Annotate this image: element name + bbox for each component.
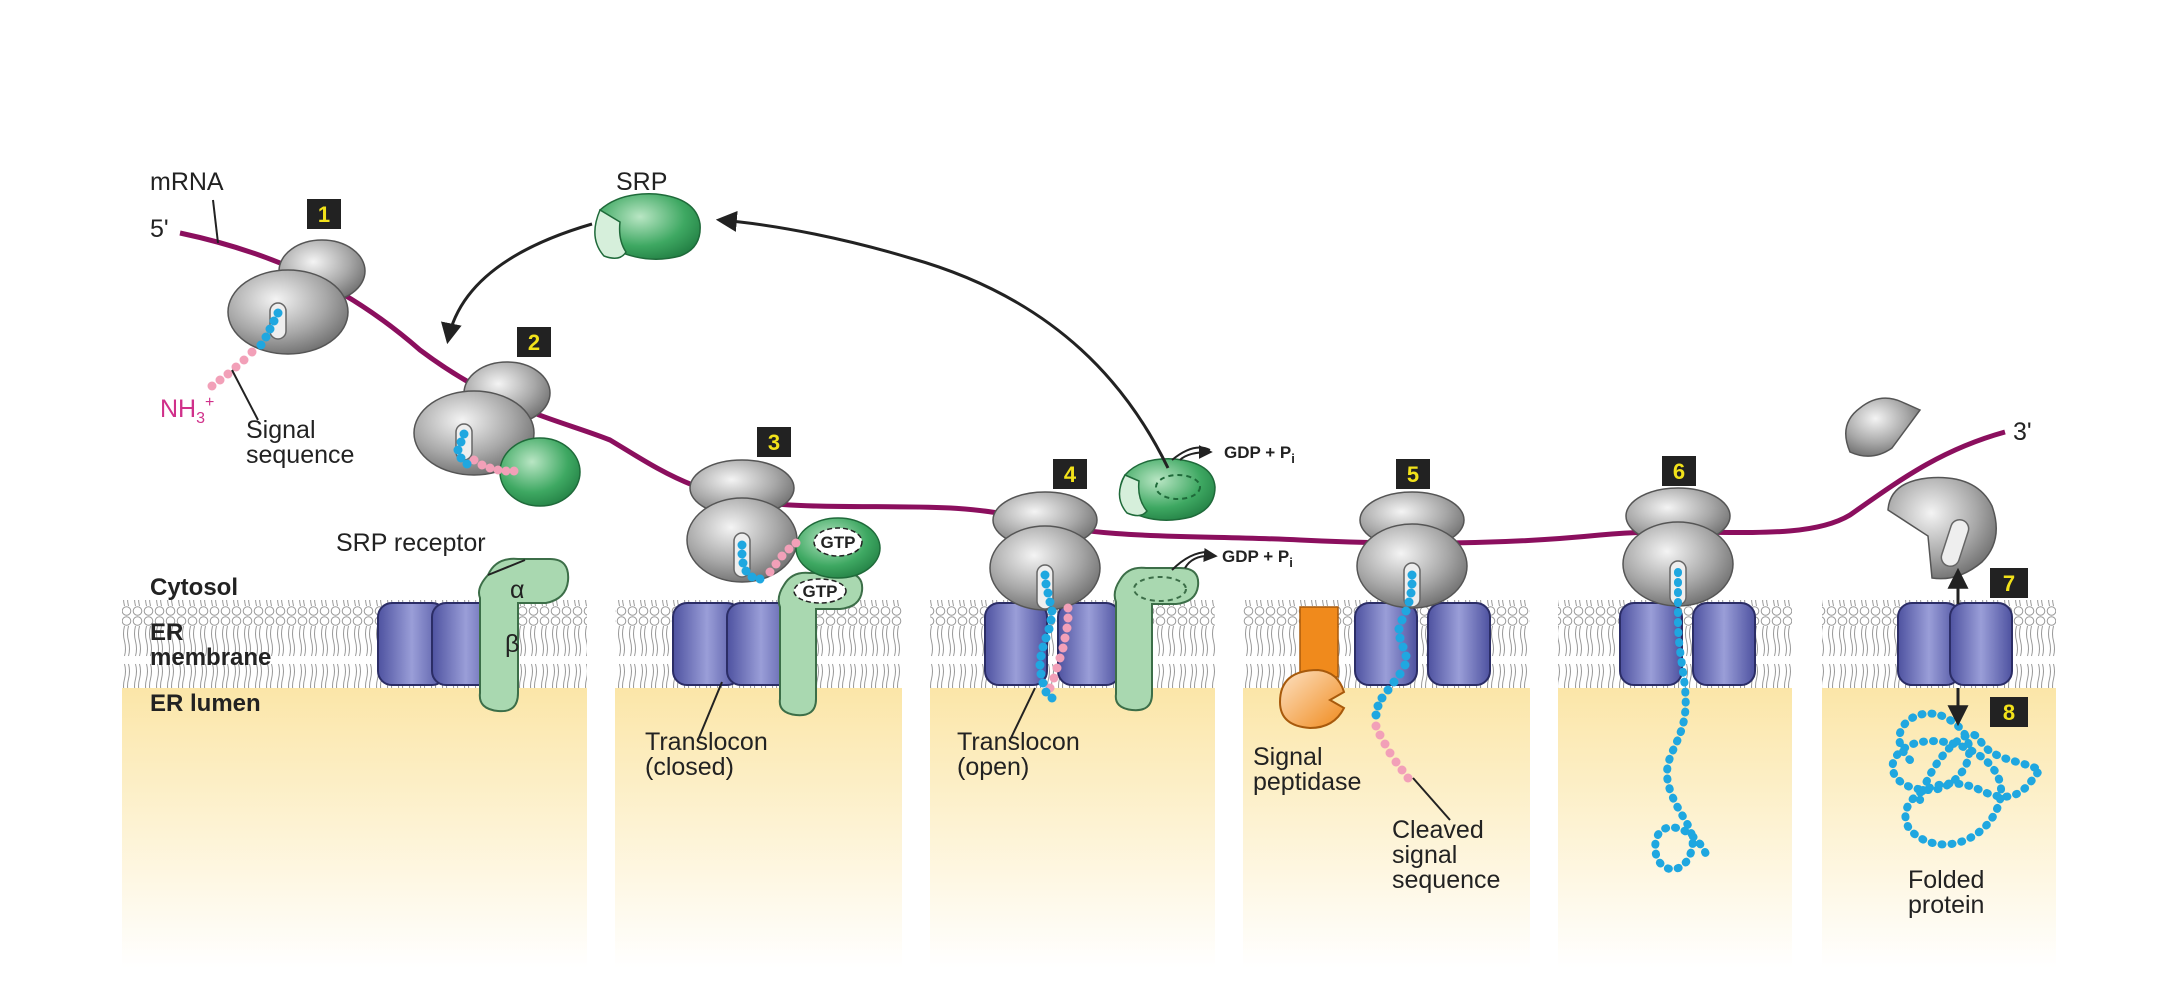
three-prime-label: 3' <box>2013 418 2032 446</box>
ribosome-7-dissociated <box>1845 397 1997 580</box>
srp-binding-arrow <box>441 222 593 345</box>
nh3-label: NH3+ <box>160 394 214 427</box>
step-markers: 1 2 3 4 5 6 7 8 <box>307 199 2028 727</box>
svg-text:7: 7 <box>2003 571 2015 596</box>
folded-protein <box>1888 709 2047 849</box>
ribosome-1 <box>227 239 366 355</box>
text-labels: mRNA 5' 3' SRP NH3+ Signal sequence SRP … <box>150 168 2032 919</box>
gdp-arrow-2 <box>1184 548 1218 569</box>
srp-recycle-arrow <box>715 210 1170 469</box>
five-prime-label: 5' <box>150 215 169 243</box>
gdp-pi-label-receptor: GDP + Pi <box>1222 547 1293 570</box>
ribosome-6 <box>1622 487 1734 607</box>
lumen-panel-1 <box>122 688 587 968</box>
gdp-pi-label-srp: GDP + Pi <box>1224 443 1295 466</box>
srp-receptors <box>478 557 1200 717</box>
mrna-pointer <box>212 199 219 244</box>
signal-sequence-label-line1: Signal <box>246 416 316 444</box>
gdp-arrow-1 <box>1179 445 1213 461</box>
srp-label: SRP <box>616 168 667 196</box>
signal-peptidase-label-line1: Signal <box>1253 743 1323 771</box>
cleaved-signal-label-line2: signal <box>1392 841 1457 869</box>
ribosome-2 <box>413 361 551 476</box>
srp-receptor-open <box>1113 566 1200 712</box>
srp-bound-3 <box>795 517 881 579</box>
cleaved-signal-label-line1: Cleaved <box>1392 816 1484 844</box>
signal-peptidase-label-line2: peptidase <box>1253 768 1361 796</box>
srp-released-4 <box>1118 458 1216 521</box>
translocon-closed-label-line2: (closed) <box>645 753 734 781</box>
signal-sequence-label-line2: sequence <box>246 441 354 469</box>
translocon-6 <box>1619 602 1756 686</box>
lumen-panel-4 <box>1243 688 1530 968</box>
svg-text:4: 4 <box>1064 462 1077 487</box>
step-marker-3: 3 <box>757 427 791 457</box>
translocon-open-label-line1: Translocon <box>957 728 1080 756</box>
translocon-closed-label-line1: Translocon <box>645 728 768 756</box>
translocon-open-label-line2: (open) <box>957 753 1029 781</box>
signal-sequences <box>207 347 1413 783</box>
translocon-7 <box>1897 602 2013 686</box>
lumen-panel-2 <box>615 688 902 968</box>
beta-label: β <box>505 630 519 658</box>
svg-text:2: 2 <box>528 330 540 355</box>
srp-particles <box>499 193 1216 579</box>
ribosome-5 <box>1356 491 1468 609</box>
translocon-open <box>984 602 1121 686</box>
lumen-panel-6 <box>1822 688 2056 968</box>
mrna-label: mRNA <box>150 168 224 196</box>
srp-free <box>594 193 701 260</box>
step-marker-8: 8 <box>1990 697 2028 727</box>
lumen-panel-3 <box>930 688 1215 968</box>
srp-receptor-1 <box>478 557 570 713</box>
gtp-oval-receptor <box>793 578 847 604</box>
svg-text:3: 3 <box>768 430 780 455</box>
signal-peptidase <box>1278 606 1346 730</box>
folded-protein-label-line1: Folded <box>1908 866 1984 894</box>
srp-receptor-label: SRP receptor <box>336 529 486 557</box>
cytosol-label: Cytosol <box>150 574 238 601</box>
ribosome-4 <box>989 491 1101 611</box>
step-marker-2: 2 <box>517 327 551 357</box>
mrna-strand <box>179 230 2006 546</box>
nascent-chains <box>256 308 1417 720</box>
step-marker-7: 7 <box>1990 568 2028 598</box>
cleaved-signal-label-line3: sequence <box>1392 866 1500 894</box>
step-marker-1: 1 <box>307 199 341 229</box>
svg-text:6: 6 <box>1673 459 1685 484</box>
gtp-label-srp: GTP <box>821 533 856 552</box>
er-lumen-label: ER lumen <box>150 690 261 717</box>
step-marker-4: 4 <box>1053 459 1087 489</box>
er-membrane-label-line2: membrane <box>150 644 271 671</box>
folded-protein-label-line2: protein <box>1908 891 1984 919</box>
gtp-label-receptor: GTP <box>803 582 838 601</box>
step-marker-6: 6 <box>1662 456 1696 486</box>
nascent-chain-6 <box>1651 568 1712 874</box>
svg-text:5: 5 <box>1407 462 1419 487</box>
er-membrane-label-line1: ER <box>150 619 183 646</box>
svg-text:1: 1 <box>318 202 330 227</box>
svg-text:8: 8 <box>2003 700 2015 725</box>
alpha-label: α <box>510 576 524 604</box>
ribosome-3 <box>686 459 798 583</box>
er-lumen-panels <box>122 688 2056 968</box>
ribosomes <box>227 239 1997 611</box>
translocon-closed <box>672 602 796 686</box>
step-marker-5: 5 <box>1396 459 1430 489</box>
